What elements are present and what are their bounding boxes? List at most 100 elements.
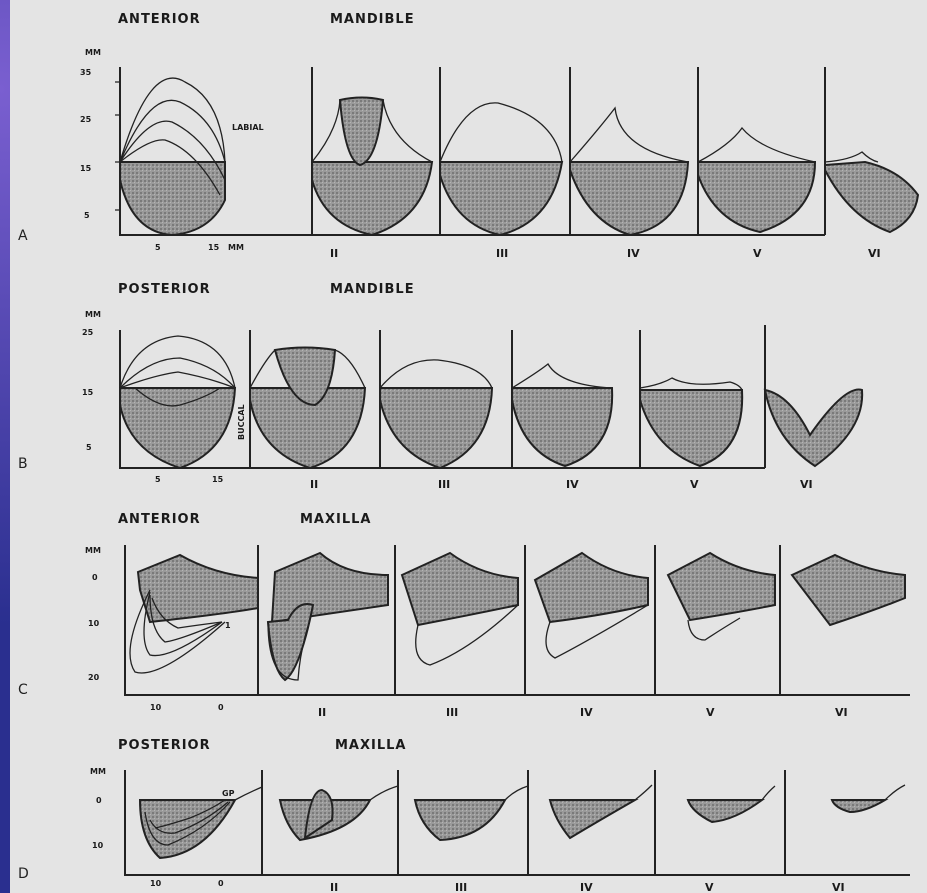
row-a-panel-iv-label: IV: [627, 247, 640, 260]
row-a-panel-ii-axes: [311, 67, 440, 236]
row-b-panel-v-axes: [639, 330, 765, 469]
row-d-xtick-0: 0: [218, 879, 224, 888]
row-b-panel-iii-bone: [379, 387, 494, 470]
row-a-panel-ii-crest: [338, 96, 385, 167]
row-a-panel-i-contour-4: [119, 139, 221, 196]
row-c-panel-i-axes: [124, 545, 258, 696]
row-d-panel-i-axes: [124, 770, 262, 876]
row-d-panel-iv-axes: [527, 770, 655, 876]
row-a-xtick-unit: MM: [228, 243, 244, 252]
row-c-panel-i-contour-1: [129, 589, 226, 674]
row-c-panel-ii-bone: [270, 551, 389, 624]
row-b-panel-vi-bone: [763, 388, 864, 468]
row-a-panel-v-bone: [697, 161, 817, 234]
row-a-title-right: MANDIBLE: [330, 12, 415, 27]
row-d-side-label: GP: [222, 789, 235, 798]
row-b-side-label: BUCCAL: [237, 404, 246, 440]
row-d-panel-i-palate: [234, 786, 263, 801]
row-b-panel-iv-bone: [511, 387, 614, 468]
row-b-panel-ii-crest: [273, 346, 337, 407]
row-c-unit: MM: [85, 546, 101, 555]
row-d-panel-iv-bone: [548, 799, 639, 840]
row-c-panel-v-bone: [666, 551, 776, 622]
row-d-xtick-10: 10: [150, 879, 162, 888]
row-a-panel-i-axes: [119, 67, 312, 236]
row-d-panel-vi-bone: [830, 799, 889, 814]
row-b-xtick-5: 5: [155, 475, 161, 484]
row-c-panel-i-bone: [136, 553, 259, 624]
row-a-ytick-25: 25: [80, 115, 92, 124]
row-b-panel-i-axes: [119, 330, 250, 469]
row-a-panel-i-ticks: [115, 81, 120, 211]
row-b-panel-vi-label: VI: [800, 478, 813, 491]
row-c-panel-iii-label: III: [446, 706, 458, 719]
row-a-panel-v-label: V: [753, 247, 762, 260]
row-c-panel-v-outline: [687, 617, 741, 641]
row-d-panel-iii-label: III: [455, 881, 467, 893]
row-d-panel-ii-crest: [303, 788, 334, 841]
row-d-ytick-10: 10: [92, 841, 104, 850]
row-a-panel-iii-outline: [439, 102, 563, 163]
row-d-panel-iv-label: IV: [580, 881, 593, 893]
row-b-panel-v-label: V: [690, 478, 699, 491]
row-d-panel-iii-palate: [504, 785, 529, 801]
row-d-panel-v-label: V: [705, 881, 714, 893]
row-a-panel-vi-label: VI: [868, 247, 881, 260]
row-b-panel-i-bone: [119, 387, 237, 470]
row-b-letter: B: [18, 456, 28, 472]
row-d-panel-iii-axes: [397, 770, 528, 876]
row-c-panel-i-contour-3: [149, 594, 223, 643]
row-c-panel-ii-label: II: [318, 706, 326, 719]
row-c-ytick-20: 20: [88, 673, 100, 682]
row-d-panel-vi-palate: [884, 784, 906, 801]
row-c-panel-v-axes: [654, 545, 780, 696]
row-a-panel-i-contour-2: [119, 99, 226, 163]
row-a-panel-ii-label: II: [330, 247, 338, 260]
row-a-panel-i-contour-3: [119, 120, 226, 181]
row-b-panel-iii-outline: [379, 359, 493, 389]
row-d-panel-v-bone: [686, 799, 766, 824]
row-b-title-left: POSTERIOR: [118, 282, 211, 297]
row-a-panel-vi-bone: [824, 160, 920, 234]
row-d-panel-iii-bone: [413, 799, 507, 842]
row-d-panel-i-contours: [144, 799, 231, 846]
row-a-panel-iv-outline: [569, 106, 689, 163]
row-a-xtick-15: 15: [208, 243, 220, 252]
row-b-panel-iv-outline: [511, 363, 613, 389]
row-a-unit: MM: [85, 48, 101, 57]
row-b-panel-iii-axes: [379, 330, 512, 469]
row-b-ytick-25: 25: [82, 328, 94, 337]
row-c-title-left: ANTERIOR: [118, 512, 201, 527]
row-b-xtick-15: 15: [212, 475, 224, 484]
row-c-panel-iv-bone: [533, 551, 649, 624]
row-a-side-label: LABIAL: [232, 123, 264, 132]
row-d-panel-vi-label: VI: [832, 881, 845, 893]
row-b-panel-i-contour-2: [119, 357, 236, 389]
row-c-panel-iii-bone: [400, 551, 519, 627]
row-d-title-left: POSTERIOR: [118, 738, 211, 753]
row-a-panel-i-bone: [119, 161, 226, 237]
row-c-ytick-0: 0: [92, 573, 98, 582]
row-a-panel-iv-axes: [569, 67, 698, 236]
row-c-panel-iv-label: IV: [580, 706, 593, 719]
row-d-panel-v-axes: [654, 770, 785, 876]
row-c-panel-iv-axes: [524, 545, 655, 696]
row-a-panel-v-outline: [697, 126, 816, 163]
row-c-panel-vi-label: VI: [835, 706, 848, 719]
row-c-panel-vi-axes: [779, 545, 910, 696]
row-c-letter: C: [18, 682, 28, 698]
row-a-panel-v-axes: [697, 67, 825, 236]
row-a-xtick-5: 5: [155, 243, 161, 252]
row-b-panel-ii-axes: [249, 330, 380, 469]
row-b-panel-ii-label: II: [310, 478, 318, 491]
row-d-panel-ii-palate: [369, 785, 399, 801]
row-d-panel-v-palate: [761, 785, 776, 801]
row-a-panel-iv-bone: [569, 161, 690, 237]
row-d-panel-iv-palate: [634, 784, 653, 801]
row-b-panel-iii-label: III: [438, 478, 450, 491]
row-a-letter: A: [18, 228, 28, 244]
row-b-ytick-15: 15: [82, 388, 94, 397]
row-a-panel-iii-bone: [439, 161, 564, 237]
row-a-panel-iii-label: III: [496, 247, 508, 260]
row-a-panel-i-contour-1: [119, 77, 226, 163]
